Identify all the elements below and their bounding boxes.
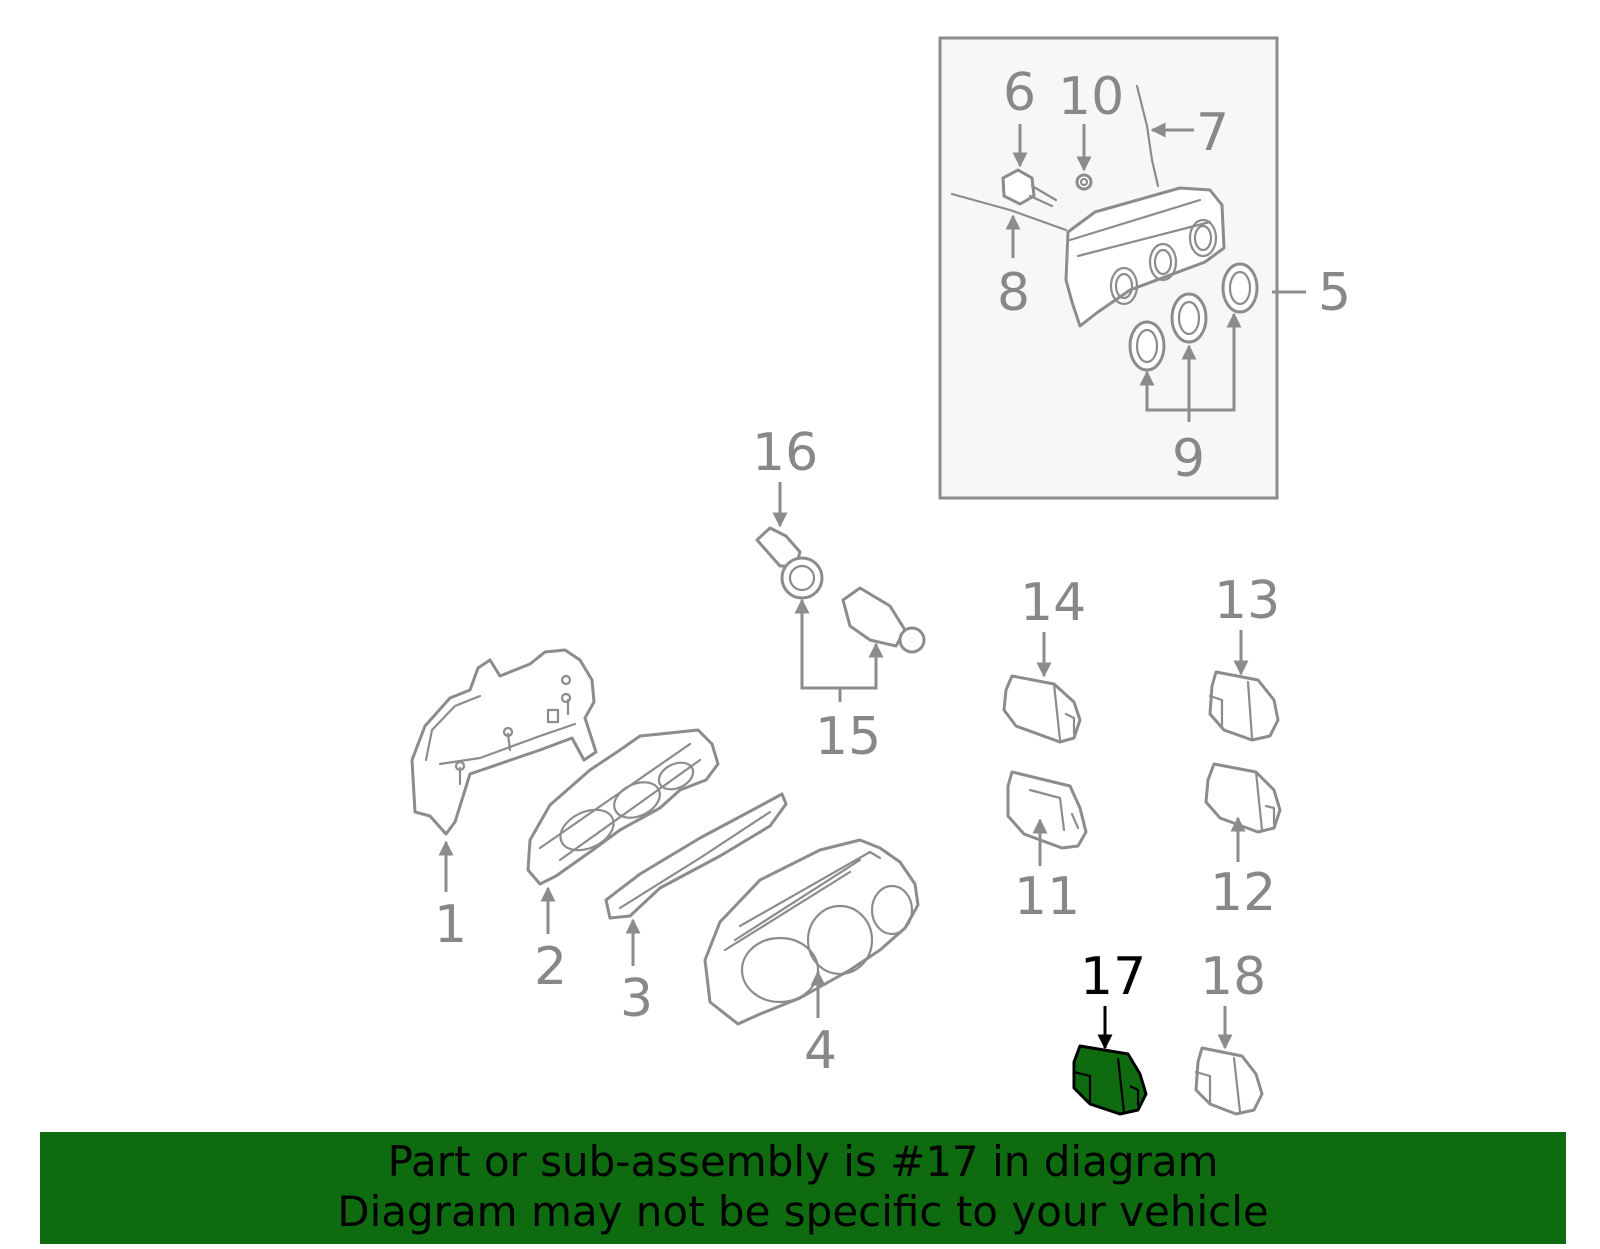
callout-8: 8 [997, 263, 1030, 323]
part-9-knobs[interactable] [1128, 262, 1259, 372]
callout-labels: 6 10 7 8 5 9 16 15 14 13 11 12 17 18 1 2… [434, 63, 1351, 1081]
part-16-bulb[interactable] [755, 526, 824, 600]
callout-17: 17 [1080, 947, 1146, 1007]
part-15-socket[interactable] [841, 586, 926, 654]
info-banner: Part or sub-assembly is #17 in diagram D… [40, 1132, 1566, 1244]
part-5-control-panel[interactable] [1064, 186, 1226, 328]
callout-3: 3 [620, 969, 653, 1029]
climate-control-inset [938, 36, 1279, 500]
part-14-switch[interactable] [1002, 674, 1082, 744]
part-11-switch[interactable] [1006, 770, 1088, 850]
banner-line-1: Part or sub-assembly is #17 in diagram [387, 1137, 1219, 1186]
callout-9: 9 [1172, 429, 1205, 489]
part-4-cluster-body[interactable] [703, 838, 920, 1026]
callout-13: 13 [1214, 571, 1280, 631]
leader-lines [438, 122, 1306, 1050]
part-13-switch[interactable] [1208, 670, 1280, 742]
callout-4: 4 [804, 1021, 837, 1081]
callout-6: 6 [1003, 63, 1036, 123]
part-7-cable[interactable] [1135, 84, 1160, 188]
callout-18: 18 [1200, 947, 1266, 1007]
callout-1: 1 [434, 895, 467, 955]
callout-14: 14 [1020, 573, 1086, 633]
part-1-cluster-housing[interactable] [410, 648, 598, 836]
callout-11: 11 [1014, 867, 1080, 927]
callout-5: 5 [1318, 263, 1351, 323]
part-17-switch-highlighted[interactable] [1072, 1044, 1148, 1116]
part-2-gauge-plate[interactable] [526, 728, 720, 886]
callout-2: 2 [534, 937, 567, 997]
part-8-cable[interactable] [950, 192, 1068, 232]
callout-12: 12 [1210, 863, 1276, 923]
part-3-circuit-strip[interactable] [604, 792, 788, 920]
callout-15: 15 [815, 707, 881, 767]
callout-7: 7 [1196, 103, 1229, 163]
part-10-clip[interactable] [1075, 173, 1093, 191]
part-12-switch[interactable] [1204, 762, 1282, 834]
callout-16: 16 [752, 423, 818, 483]
part-18-switch[interactable] [1194, 1046, 1264, 1116]
callout-10: 10 [1058, 67, 1124, 127]
banner-line-2: Diagram may not be specific to your vehi… [337, 1187, 1269, 1236]
part-6-socket[interactable] [1001, 168, 1058, 208]
